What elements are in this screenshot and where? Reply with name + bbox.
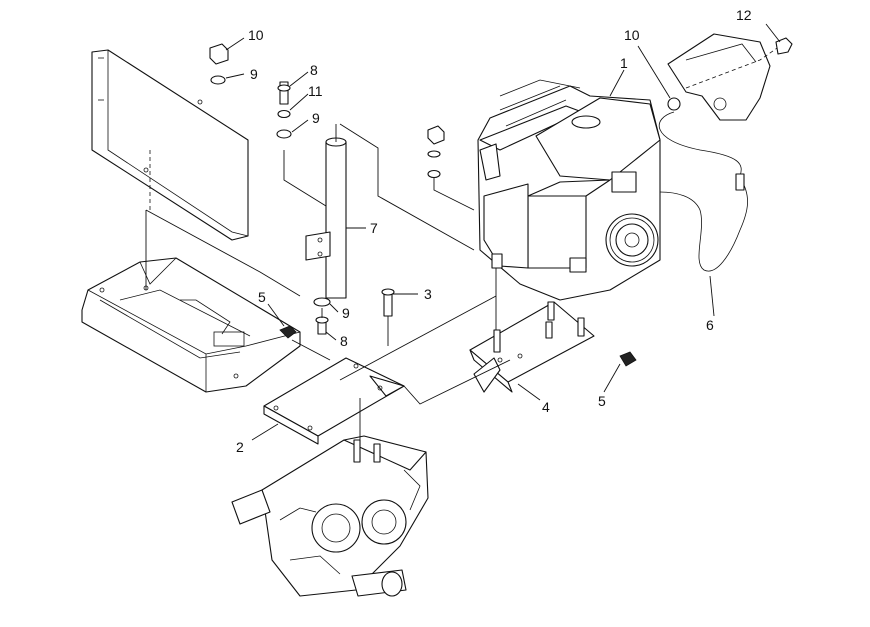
callout-2: 2 <box>236 439 244 455</box>
callout-5: 5 <box>598 393 606 409</box>
callout-9: 9 <box>250 66 258 82</box>
mount-plate <box>469 301 637 393</box>
callout-4: 4 <box>542 399 550 415</box>
callout-leaders <box>225 23 781 441</box>
vertical-tube <box>305 137 347 299</box>
callout-3: 3 <box>424 286 432 302</box>
callout-1: 1 <box>620 55 628 71</box>
throttle-bracket <box>667 33 793 121</box>
callout-labels: 10 9 8 11 9 7 9 8 5 3 1 10 12 6 4 5 2 <box>236 7 752 455</box>
callout-8: 8 <box>310 62 318 78</box>
alignment-lines <box>145 123 511 450</box>
hardware-stack-left <box>209 43 445 339</box>
engine <box>477 79 661 301</box>
base-tray <box>81 257 301 393</box>
transmission-plate <box>263 357 405 445</box>
transmission <box>231 435 429 597</box>
callout-10: 10 <box>624 27 640 43</box>
frame-panel <box>91 49 249 241</box>
throttle-cable <box>658 111 748 272</box>
callout-10: 10 <box>248 27 264 43</box>
callout-9: 9 <box>312 110 320 126</box>
callout-12: 12 <box>736 7 752 23</box>
callout-5: 5 <box>258 289 266 305</box>
callout-8: 8 <box>340 333 348 349</box>
callout-7: 7 <box>370 220 378 236</box>
callout-6: 6 <box>706 317 714 333</box>
callout-11: 11 <box>308 83 323 99</box>
callout-9: 9 <box>342 305 350 321</box>
